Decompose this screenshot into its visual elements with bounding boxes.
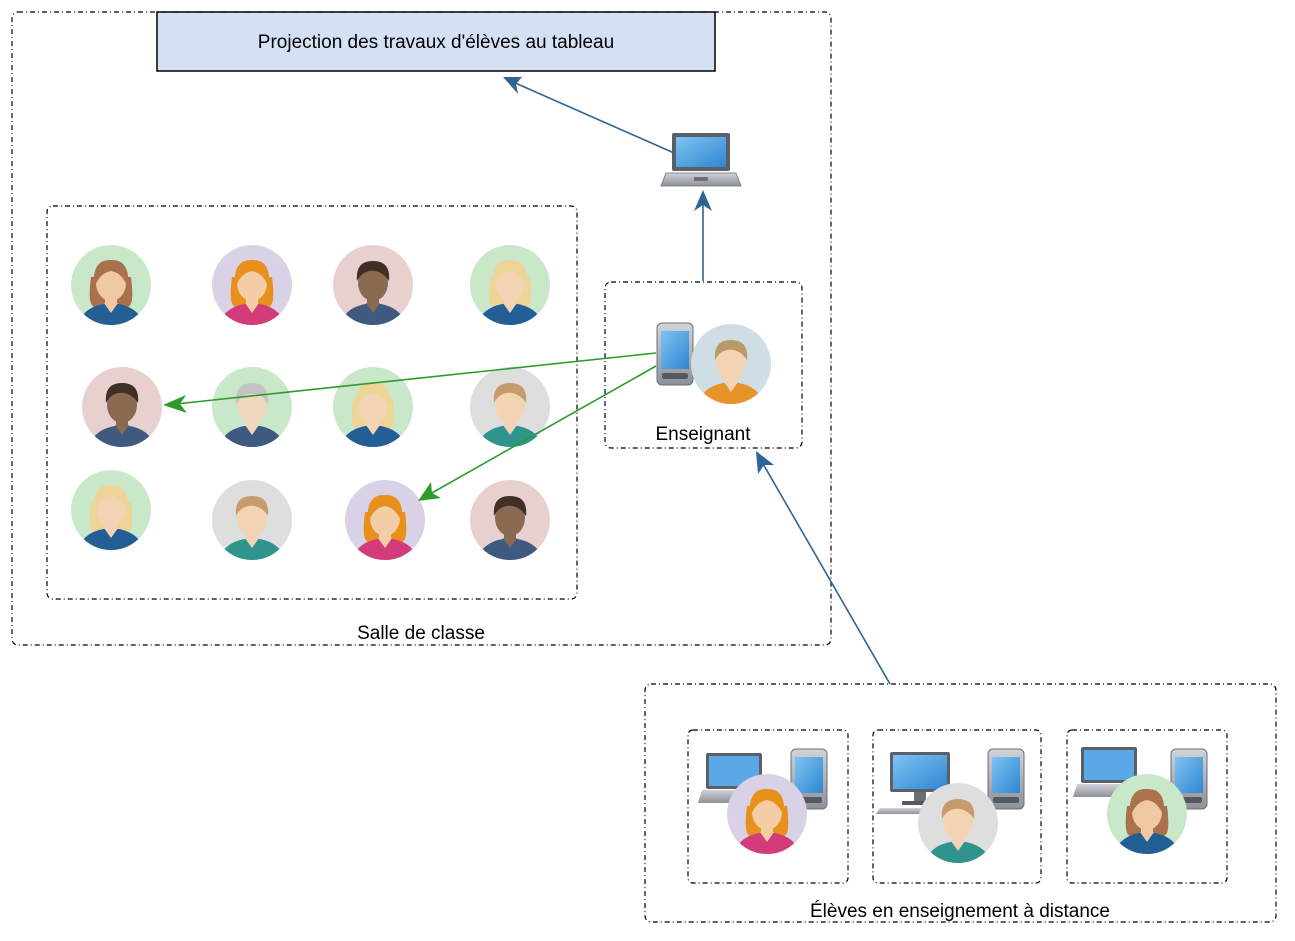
- student-avatar-2: [212, 245, 292, 325]
- remote-student-box-1[interactable]: [687, 729, 849, 884]
- teacher-group[interactable]: [604, 281, 803, 449]
- students-layer: [71, 245, 550, 560]
- remote-student-3: [1073, 747, 1208, 854]
- student-avatar-3: [333, 245, 413, 325]
- arrow-teacher-to-student-2: [418, 365, 657, 501]
- arrow-teacher-to-student-1: [163, 352, 657, 413]
- desktop-icon: [876, 752, 950, 814]
- remote-student-1: [698, 748, 828, 854]
- projection-label: Projection des travaux d'élèves au table…: [258, 32, 614, 53]
- remote-label: Élèves en enseignement à distance: [810, 901, 1110, 922]
- classroom-label: Salle de classe: [357, 623, 485, 644]
- student-avatar-11: [345, 480, 425, 560]
- phone-icon: [987, 748, 1025, 810]
- remote-avatar-1: [727, 774, 807, 854]
- remote-container[interactable]: [644, 683, 1277, 923]
- student-avatar-8: [470, 367, 550, 447]
- classroom-container[interactable]: [11, 11, 832, 646]
- remote-student-box-3[interactable]: [1066, 729, 1228, 884]
- student-avatar-1: [71, 245, 151, 325]
- remote-avatar-3: [1107, 774, 1187, 854]
- teacher-label: Enseignant: [655, 424, 751, 445]
- teacher-avatar: [691, 324, 771, 404]
- remote-student-box-2[interactable]: [872, 729, 1042, 884]
- remote-layer: [698, 747, 1208, 863]
- arrow-remote-to-teacher: [756, 451, 891, 685]
- arrow-laptop-to-projection: [503, 77, 675, 154]
- student-avatar-9: [71, 470, 151, 550]
- student-avatar-12: [470, 480, 550, 560]
- phone-icon: [656, 322, 694, 386]
- remote-avatar-2: [918, 783, 998, 863]
- student-avatar-10: [212, 480, 292, 560]
- student-avatar-6: [212, 367, 292, 447]
- students-group[interactable]: [46, 205, 578, 600]
- student-avatar-5: [82, 367, 162, 447]
- projection-box[interactable]: [156, 11, 716, 72]
- laptop-icon: [660, 133, 742, 187]
- student-avatar-4: [470, 245, 550, 325]
- teacher-avatar-face: [691, 324, 771, 404]
- arrow-teacher-to-laptop: [694, 190, 712, 281]
- remote-student-2: [876, 748, 1025, 863]
